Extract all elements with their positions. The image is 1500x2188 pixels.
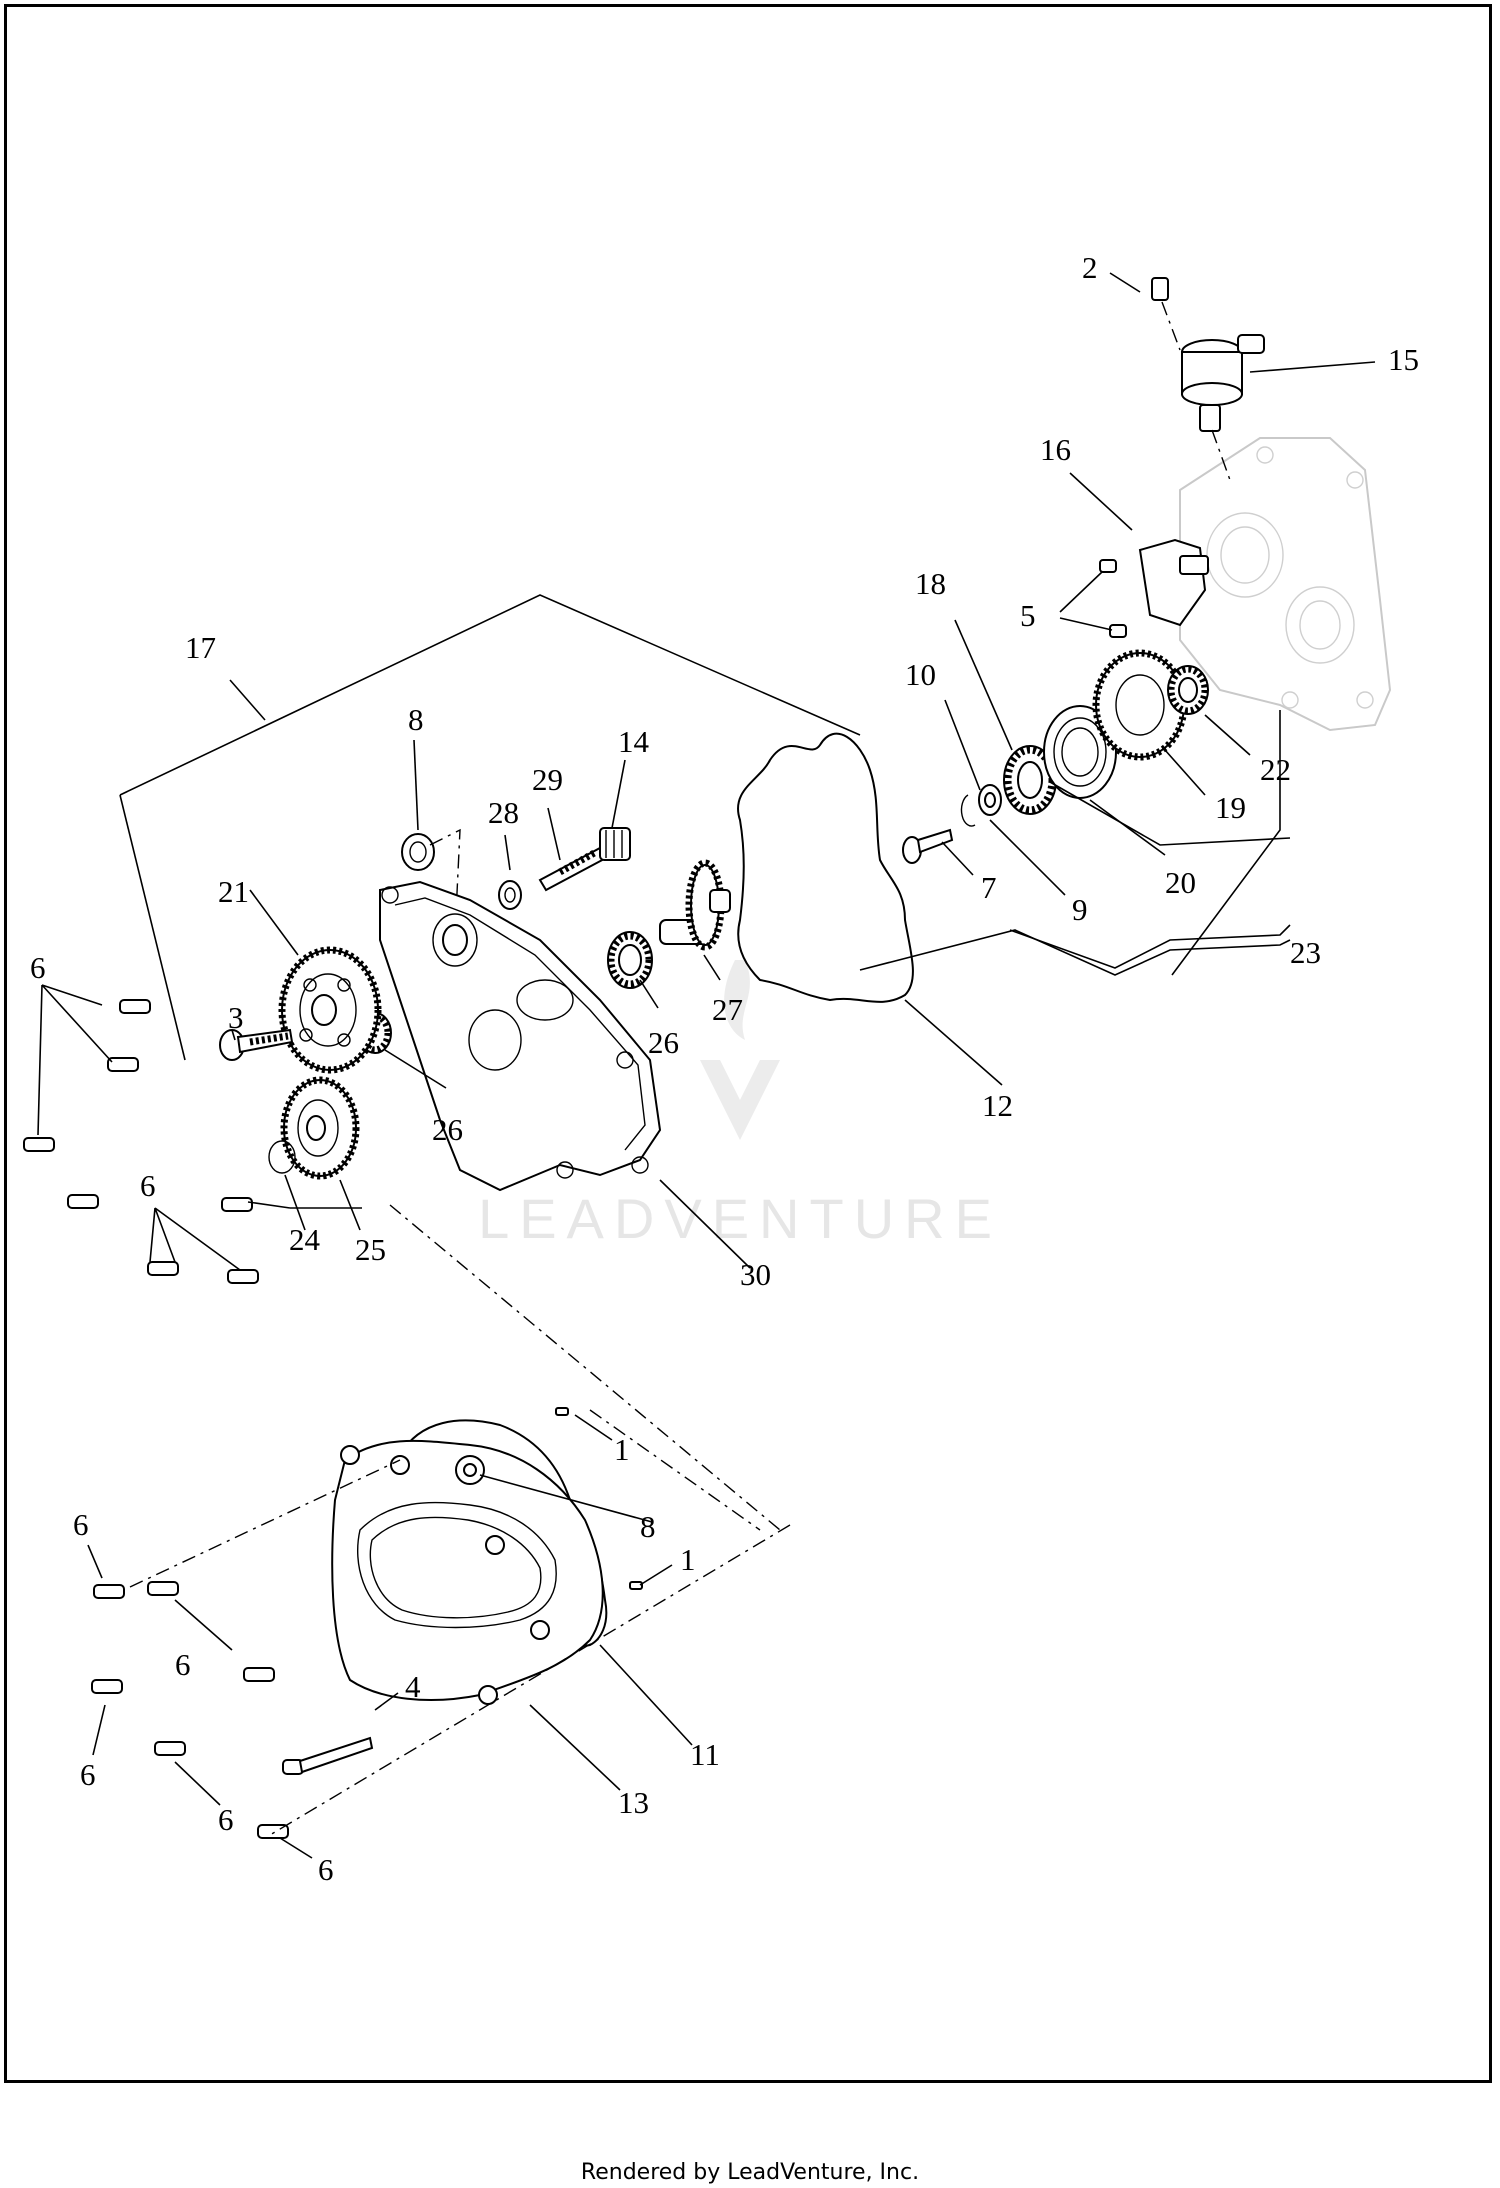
callout-27: 27 bbox=[712, 992, 743, 1027]
leader-lines bbox=[37, 272, 1376, 1859]
watermark-text: LEADVENTURE bbox=[478, 1187, 1002, 1250]
callout-12: 12 bbox=[982, 1088, 1013, 1123]
part-29-shaft bbox=[538, 846, 608, 892]
callout-11: 11 bbox=[690, 1737, 720, 1772]
callout-26-b: 26 bbox=[648, 1025, 679, 1060]
callout-22: 22 bbox=[1260, 752, 1291, 787]
callout-19: 19 bbox=[1215, 790, 1246, 825]
watermark-logo: LEADVENTURE bbox=[478, 960, 1002, 1250]
callout-7: 7 bbox=[981, 870, 997, 905]
callout-9: 9 bbox=[1072, 892, 1088, 927]
part-1-dowels bbox=[555, 1407, 643, 1590]
callout-3: 3 bbox=[228, 1000, 244, 1035]
part-12-gasket bbox=[737, 732, 914, 1003]
part-28-seal bbox=[498, 880, 522, 910]
part-8-bearing-upper bbox=[401, 833, 435, 871]
callout-26-a: 26 bbox=[432, 1112, 463, 1147]
callout-5: 5 bbox=[1020, 598, 1036, 633]
part-6-screws-lower bbox=[91, 1581, 289, 1839]
callout-2: 2 bbox=[1082, 250, 1098, 285]
callout-18: 18 bbox=[915, 566, 946, 601]
callout-6-d: 6 bbox=[175, 1647, 191, 1682]
part-3-bolt bbox=[219, 1028, 294, 1061]
part-24-snap-ring bbox=[268, 1140, 296, 1174]
part-2-screw bbox=[1151, 277, 1169, 301]
part-14-gear bbox=[599, 827, 631, 861]
part-6-screws-left bbox=[23, 999, 259, 1284]
part-15-sensor bbox=[1181, 334, 1265, 432]
callout-8-upper: 8 bbox=[408, 702, 424, 737]
callout-29: 29 bbox=[532, 762, 563, 797]
callout-16: 16 bbox=[1040, 432, 1071, 467]
part-4-long-bolt bbox=[282, 1736, 374, 1775]
part-27-shaft-gear bbox=[659, 859, 731, 951]
callout-4: 4 bbox=[405, 1669, 421, 1704]
callout-1-b: 1 bbox=[680, 1542, 696, 1577]
callout-6-f: 6 bbox=[218, 1802, 234, 1837]
callout-24: 24 bbox=[289, 1222, 321, 1257]
part-9-snap-ring bbox=[960, 794, 976, 827]
callout-1-a: 1 bbox=[614, 1432, 630, 1467]
callout-8-lower: 8 bbox=[640, 1509, 656, 1544]
callout-labels: 2 15 16 5 18 10 22 19 20 9 7 23 17 8 14 … bbox=[30, 250, 1419, 1887]
part-13-cover bbox=[331, 1439, 604, 1705]
footer-credit: Rendered by LeadVenture, Inc. bbox=[580, 2160, 920, 2185]
callout-6-c: 6 bbox=[73, 1507, 89, 1542]
callout-21: 21 bbox=[218, 874, 249, 909]
part-26-bearing-b bbox=[607, 931, 653, 989]
diagram-frame bbox=[4, 4, 1492, 2083]
gearcase-housing bbox=[1179, 437, 1392, 732]
callout-30: 30 bbox=[740, 1257, 771, 1292]
part-7-bolt bbox=[902, 828, 954, 864]
callout-15: 15 bbox=[1388, 342, 1419, 377]
callout-13: 13 bbox=[618, 1785, 649, 1820]
callout-6-b: 6 bbox=[140, 1168, 156, 1203]
part-30-inner-housing bbox=[379, 880, 662, 1192]
part-10-washer bbox=[978, 784, 1002, 816]
part-19-gear bbox=[1092, 649, 1188, 761]
callout-20: 20 bbox=[1165, 865, 1196, 900]
part-22-bearing bbox=[1167, 665, 1209, 715]
part-21-gear bbox=[278, 946, 382, 1074]
callout-6-g: 6 bbox=[318, 1852, 334, 1887]
part-25-gear bbox=[280, 1076, 360, 1180]
callout-6-e: 6 bbox=[80, 1757, 96, 1792]
callout-17: 17 bbox=[185, 630, 216, 665]
callout-25: 25 bbox=[355, 1232, 386, 1267]
callout-6-a: 6 bbox=[30, 950, 46, 985]
callout-28: 28 bbox=[488, 795, 519, 830]
part-16-bracket bbox=[1138, 538, 1209, 627]
part-5-screws bbox=[1099, 559, 1127, 638]
callout-10: 10 bbox=[905, 657, 936, 692]
callout-14: 14 bbox=[618, 724, 650, 759]
callout-23: 23 bbox=[1290, 935, 1321, 970]
